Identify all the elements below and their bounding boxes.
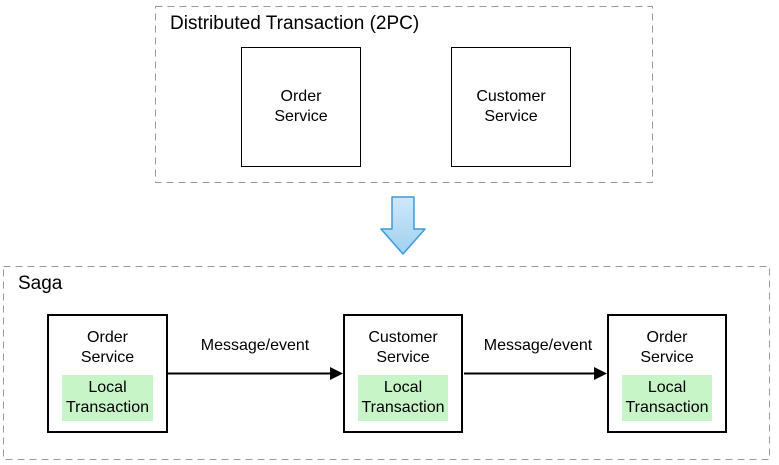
- service-box-customer-2pc: Customer Service: [451, 47, 571, 167]
- service-box-label: Customer Service: [368, 329, 438, 366]
- local-transaction-badge: Local Transaction: [622, 375, 712, 421]
- service-box-customer-saga: Customer Service Local Transaction: [343, 314, 463, 433]
- service-box-order-saga-1: Order Service Local Transaction: [47, 314, 168, 433]
- local-transaction-badge: Local Transaction: [358, 375, 448, 421]
- service-box-order-saga-2: Order Service Local Transaction: [607, 314, 727, 433]
- message-arrow-label-1: Message/event: [200, 337, 310, 354]
- local-transaction-badge: Local Transaction: [62, 375, 153, 421]
- group-distributed-transaction: Distributed Transaction (2PC) Order Serv…: [155, 6, 652, 182]
- group-title-2pc: Distributed Transaction (2PC): [170, 13, 420, 34]
- down-block-arrow-icon: [380, 196, 426, 255]
- service-box-label: Order Service: [80, 329, 135, 366]
- group-title-saga: Saga: [18, 273, 63, 294]
- service-box-order-2pc: Order Service: [241, 47, 361, 167]
- message-arrow-label-2: Message/event: [483, 337, 593, 354]
- service-box-label: Order Service: [274, 88, 328, 125]
- group-saga: Saga Order Service Local Transaction Mes…: [3, 266, 769, 459]
- service-box-label: Customer Service: [476, 88, 546, 125]
- service-box-label: Order Service: [640, 329, 694, 366]
